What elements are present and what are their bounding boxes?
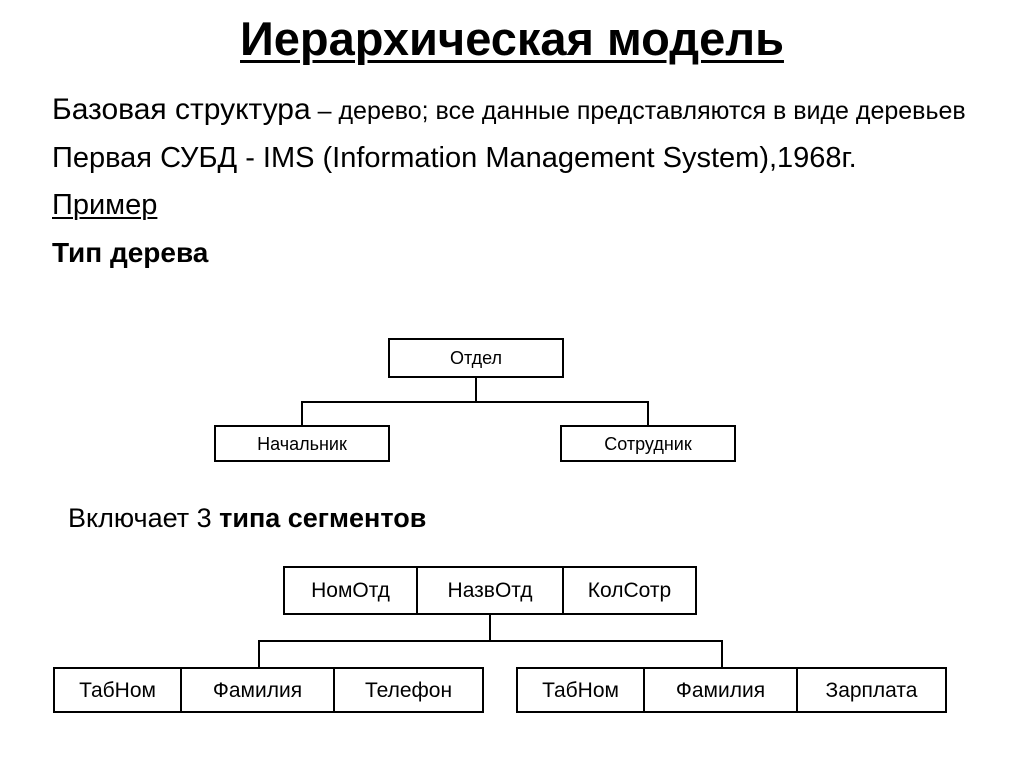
child-segment-1-field-1-label: ТабНом: [79, 678, 156, 702]
parent-segment-field-2: НазвОтд: [416, 566, 564, 615]
tree-connector-root-stem: [475, 378, 477, 402]
segments-caption-prefix: Включает 3: [68, 503, 220, 533]
tree-node-child-2-label: Сотрудник: [604, 433, 692, 454]
tree-connector-left-drop: [301, 401, 303, 426]
segment-connector-left-drop: [258, 640, 260, 667]
paragraph-first-dbms: Первая СУБД - IMS (Information Managemen…: [52, 142, 857, 175]
parent-segment-field-3-label: КолСотр: [587, 579, 672, 602]
segments-caption: Включает 3 типа сегментов: [68, 503, 426, 534]
parent-segment-field-1: НомОтд: [283, 566, 418, 615]
example-label-text: Пример: [52, 188, 158, 221]
tree-connector-bus: [301, 401, 648, 403]
parent-segment-field-2-label: НазвОтд: [447, 579, 533, 602]
tree-node-child-1-label: Начальник: [257, 433, 347, 454]
paragraph-base-structure: Базовая структура – дерево; все данные п…: [52, 92, 1007, 127]
child-segment-2-field-3-label: Зарплата: [825, 678, 918, 702]
tree-connector-right-drop: [647, 401, 649, 426]
paragraph-example-label: Пример: [52, 188, 1007, 222]
child-segment-1-field-3-label: Телефон: [364, 678, 453, 702]
base-structure-term: Базовая структура: [52, 93, 311, 126]
segment-connector-right-drop: [721, 640, 723, 667]
page-title: Иерархическая модель: [0, 14, 1024, 63]
child-segment-2-field-2: Фамилия: [643, 667, 798, 713]
child-segment-2-field-2-label: Фамилия: [675, 678, 766, 702]
segments-caption-emphasis: типа сегментов: [219, 503, 427, 533]
tree-node-child-1: Начальник: [214, 425, 390, 462]
segment-connector-bus: [258, 640, 723, 642]
child-segment-1-field-1: ТабНом: [53, 667, 182, 713]
body-text-block: Базовая структура – дерево; все данные п…: [52, 92, 1007, 269]
segment-connector-parent-stem: [489, 615, 491, 641]
paragraph-tree-type: Тип дерева: [52, 236, 209, 268]
tree-node-child-2: Сотрудник: [560, 425, 736, 462]
parent-segment-field-3: КолСотр: [562, 566, 697, 615]
child-segment-2-field-1: ТабНом: [516, 667, 645, 713]
base-structure-description: – дерево; все данные представляются в ви…: [310, 97, 966, 125]
tree-node-root: Отдел: [388, 338, 564, 378]
child-segment-2-field-1-label: ТабНом: [542, 678, 619, 702]
child-segment-2-field-3: Зарплата: [796, 667, 947, 713]
tree-node-root-label: Отдел: [449, 348, 503, 368]
page-title-text: Иерархическая модель: [240, 12, 784, 65]
child-segment-1-field-3: Телефон: [333, 667, 484, 713]
parent-segment-field-1-label: НомОтд: [311, 579, 390, 602]
child-segment-1-field-2-label: Фамилия: [212, 678, 303, 702]
child-segment-1-field-2: Фамилия: [180, 667, 335, 713]
